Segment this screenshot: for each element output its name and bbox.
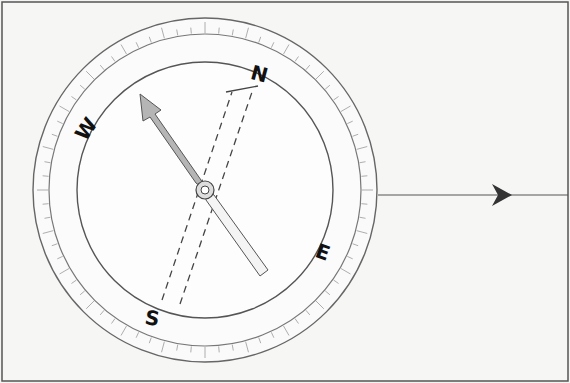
tick-mark (334, 97, 339, 100)
tick-mark (44, 162, 50, 163)
tick-mark (100, 310, 104, 315)
tick-mark (316, 301, 324, 309)
tick-mark (353, 244, 359, 246)
needle-north (140, 94, 205, 190)
tick-mark (57, 256, 62, 259)
tick-mark (37, 190, 48, 191)
tick-mark (295, 56, 298, 61)
tick-mark (347, 121, 352, 124)
tick-mark (246, 28, 249, 39)
tick-mark (357, 147, 368, 150)
tick-mark (271, 42, 274, 47)
tick-mark (52, 244, 58, 246)
pivot-center (201, 186, 209, 194)
tick-mark (71, 97, 76, 100)
tick-mark (43, 231, 54, 234)
tick-mark (43, 147, 54, 150)
tick-mark (121, 45, 127, 55)
tick-mark (136, 332, 139, 337)
tick-mark (218, 346, 220, 352)
tick-mark (177, 345, 178, 351)
tick-mark (284, 45, 290, 55)
tick-mark (86, 301, 94, 309)
tick-mark (43, 203, 49, 205)
orienting-arrow (226, 86, 258, 92)
tick-mark (284, 326, 290, 336)
tick-mark (162, 342, 165, 353)
tick-mark (357, 231, 368, 234)
tick-mark (232, 29, 233, 35)
tick-mark (57, 121, 62, 124)
tick-mark (341, 106, 351, 112)
orienting-line (162, 92, 232, 300)
tick-mark (306, 310, 310, 315)
tick-mark (325, 291, 330, 295)
tick-mark (341, 269, 351, 275)
tick-mark (71, 280, 76, 283)
tick-mark (218, 28, 220, 34)
tick-mark (306, 65, 310, 70)
tick-mark (334, 280, 339, 283)
tick-mark (52, 134, 58, 136)
tick-mark (149, 37, 151, 43)
tick-mark (205, 22, 206, 33)
pivot (196, 181, 214, 199)
tick-mark (361, 203, 367, 205)
outer-ring (33, 18, 377, 362)
direction-line (378, 194, 568, 195)
tick-mark (112, 319, 115, 324)
tick-mark (361, 175, 367, 177)
needle-south (205, 190, 268, 276)
tick-mark (360, 162, 366, 163)
tick-mark (190, 28, 192, 34)
capsule (77, 62, 333, 318)
tick-mark (259, 37, 261, 43)
tick-mark (60, 106, 70, 112)
tick-mark (360, 217, 366, 218)
tick-mark (44, 217, 50, 218)
tick-mark (362, 190, 373, 191)
tick-mark (121, 326, 127, 336)
tick-mark (325, 85, 330, 89)
tick-mark (190, 346, 192, 352)
tick-mark (136, 42, 139, 47)
tick-mark (316, 71, 324, 79)
tick-mark (271, 332, 274, 337)
tick-mark (295, 319, 298, 324)
tick-mark (232, 345, 233, 351)
compass-dial (33, 18, 377, 362)
tick-mark (100, 65, 104, 70)
tick-mark (205, 347, 206, 358)
tick-mark (246, 342, 249, 353)
tick-mark (43, 175, 49, 177)
degree-ticks (37, 22, 373, 358)
tick-mark (177, 29, 178, 35)
tick-mark (162, 28, 165, 39)
tick-mark (259, 338, 261, 344)
tick-mark (149, 338, 151, 344)
tick-mark (80, 291, 85, 295)
tick-mark (86, 71, 94, 79)
tick-mark (60, 269, 70, 275)
tick-mark (353, 134, 359, 136)
bezel-ring (49, 34, 361, 346)
tick-mark (80, 85, 85, 89)
tick-mark (112, 56, 115, 61)
tick-mark (347, 256, 352, 259)
direction-arrowhead (492, 184, 512, 206)
